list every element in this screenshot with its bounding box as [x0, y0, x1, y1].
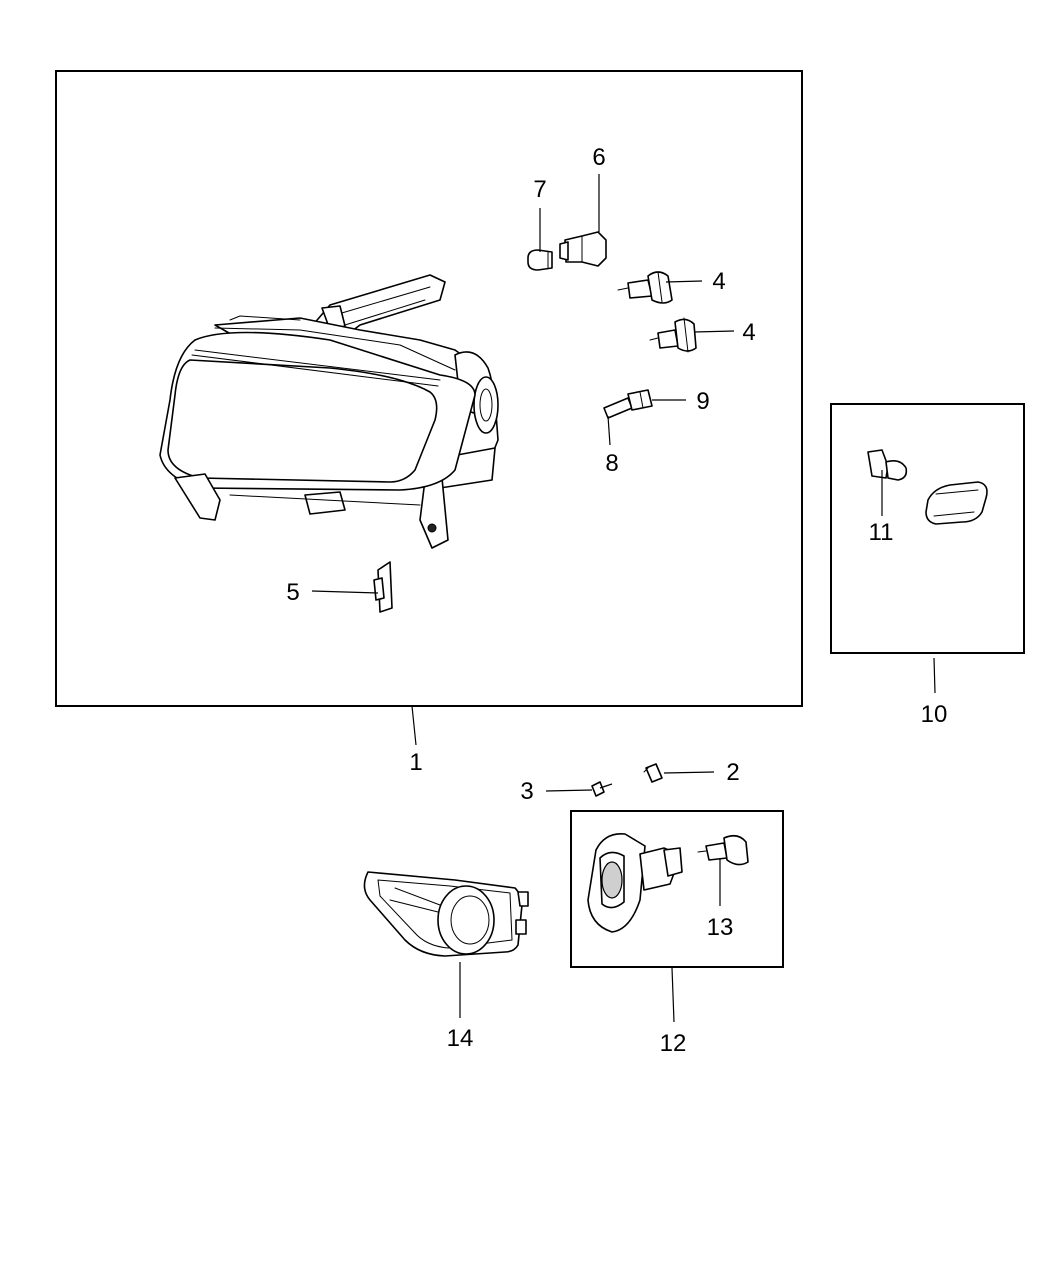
marker-bulb-11	[867, 449, 908, 481]
headlamp-assembly-frame	[55, 70, 803, 707]
screw-3	[591, 781, 613, 797]
clip-nut-2	[643, 763, 663, 783]
callout-11: 11	[869, 519, 894, 546]
callout-2: 2	[726, 759, 739, 786]
callout-12: 12	[660, 1030, 687, 1057]
callout-5: 5	[286, 579, 299, 606]
callout-4b: 4	[742, 319, 755, 346]
callout-8: 8	[605, 450, 618, 477]
callout-14: 14	[447, 1025, 474, 1052]
headlamp-bulb-4b	[649, 317, 697, 353]
callout-10: 10	[921, 701, 948, 728]
callout-1: 1	[409, 749, 422, 776]
headlamp-illustration	[159, 274, 499, 549]
bulb-socket-6	[559, 231, 607, 267]
headlamp-bulb-4a	[617, 271, 673, 304]
callout-6: 6	[592, 144, 605, 171]
fog-lamp-12	[587, 833, 683, 933]
callout-3: 3	[520, 778, 533, 805]
leader-lines	[311, 174, 936, 1023]
callout-4a: 4	[712, 268, 725, 295]
callout-13: 13	[707, 914, 734, 941]
wedge-bulb-7	[527, 249, 553, 271]
bulb-socket-8-9	[603, 389, 653, 419]
retaining-clip-5	[373, 561, 393, 613]
callout-7: 7	[533, 176, 546, 203]
fog-lamp-frame	[570, 810, 784, 968]
side-marker-lamp	[925, 481, 988, 525]
side-marker-frame	[830, 403, 1025, 654]
fog-bulb-13	[697, 834, 749, 866]
callout-9: 9	[696, 388, 709, 415]
fog-bezel-14	[363, 871, 529, 957]
